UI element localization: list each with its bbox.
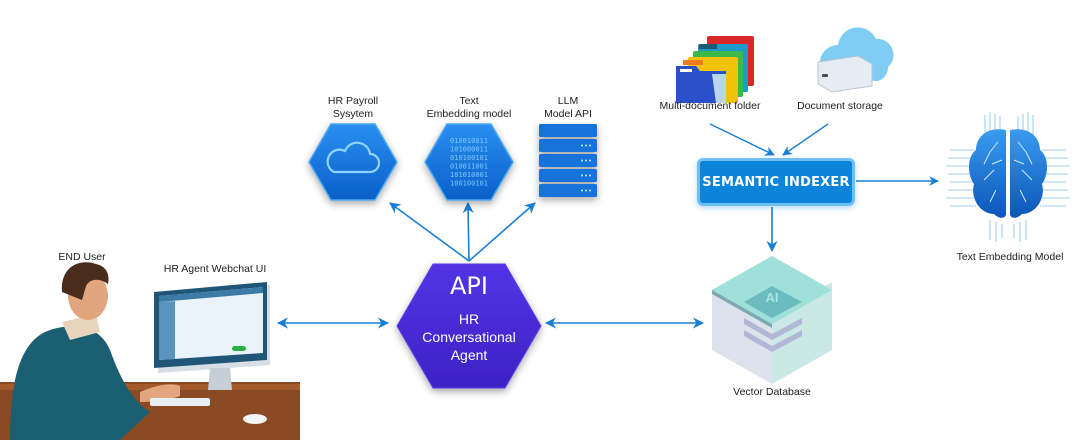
text-embedding-label: Text Embedding model [414,95,524,121]
payroll-label-line2: Sysytem [332,108,374,120]
api-subtitle-line3: Agent [450,347,488,363]
binary-line: 010010011 [450,137,488,145]
payroll-label-line1: HR Payroll [327,95,379,107]
binary-line: 010011001 [450,163,488,171]
cloud-icon [326,141,381,174]
api-subtitle-line2: Conversational [422,329,516,345]
binary-line: 101000011 [450,146,488,154]
vector-db-label: Vector Database [733,386,811,398]
edges [276,123,939,329]
binary-code-icon: 0100100111010000110101001010100110011010… [450,137,488,188]
binary-line: 100100101 [450,180,488,188]
binary-line: 101010001 [450,171,488,179]
ai-badge: AI [766,290,779,305]
semantic-indexer-node[interactable]: SEMANTIC INDEXER [697,158,855,206]
edge-folder-indexer [709,123,775,156]
payroll-label: HR Payroll Sysytem [303,95,403,121]
payroll-node[interactable] [308,123,398,201]
semantic-indexer-label: SEMANTIC INDEXER [702,174,850,190]
edge-api-payroll [389,202,470,262]
api-title: API [450,272,488,300]
edge-storage-indexer [782,123,829,156]
text-embedding-label-line1: Text [459,95,479,107]
webchat-label: HR Agent Webchat UI [163,263,267,275]
llm-label: LLM Model API [528,95,608,121]
text-embedding-node[interactable]: 0100100111010000110101001010100110011010… [424,123,514,201]
person-at-desk-icon [0,262,300,440]
edge-api-llm [468,202,536,262]
server-stack-icon [539,124,597,197]
brain-circuit-icon [946,112,1070,242]
llm-node[interactable] [539,124,597,197]
database-stack-icon: AI [712,256,832,384]
folders-icon [676,36,754,103]
api-subtitle-line1: HR [458,311,480,327]
monitor-icon [154,282,270,390]
cloud-drawer-icon [817,27,894,93]
api-subtitle: HR Conversational Agent [404,310,534,364]
folder-label: Multi-document folder [659,100,761,112]
edge-api-text-embedding [462,201,474,262]
binary-line: 010100101 [450,154,488,162]
storage-label: Document storage [797,100,883,112]
brain-label: Text Embedding Model [956,251,1064,263]
llm-label-line1: LLM [557,95,579,107]
end-user-label: END User [58,251,106,263]
llm-label-line2: Model API [544,108,592,120]
api-node[interactable] [396,263,542,389]
text-embedding-label-line2: Embedding model [426,108,512,120]
